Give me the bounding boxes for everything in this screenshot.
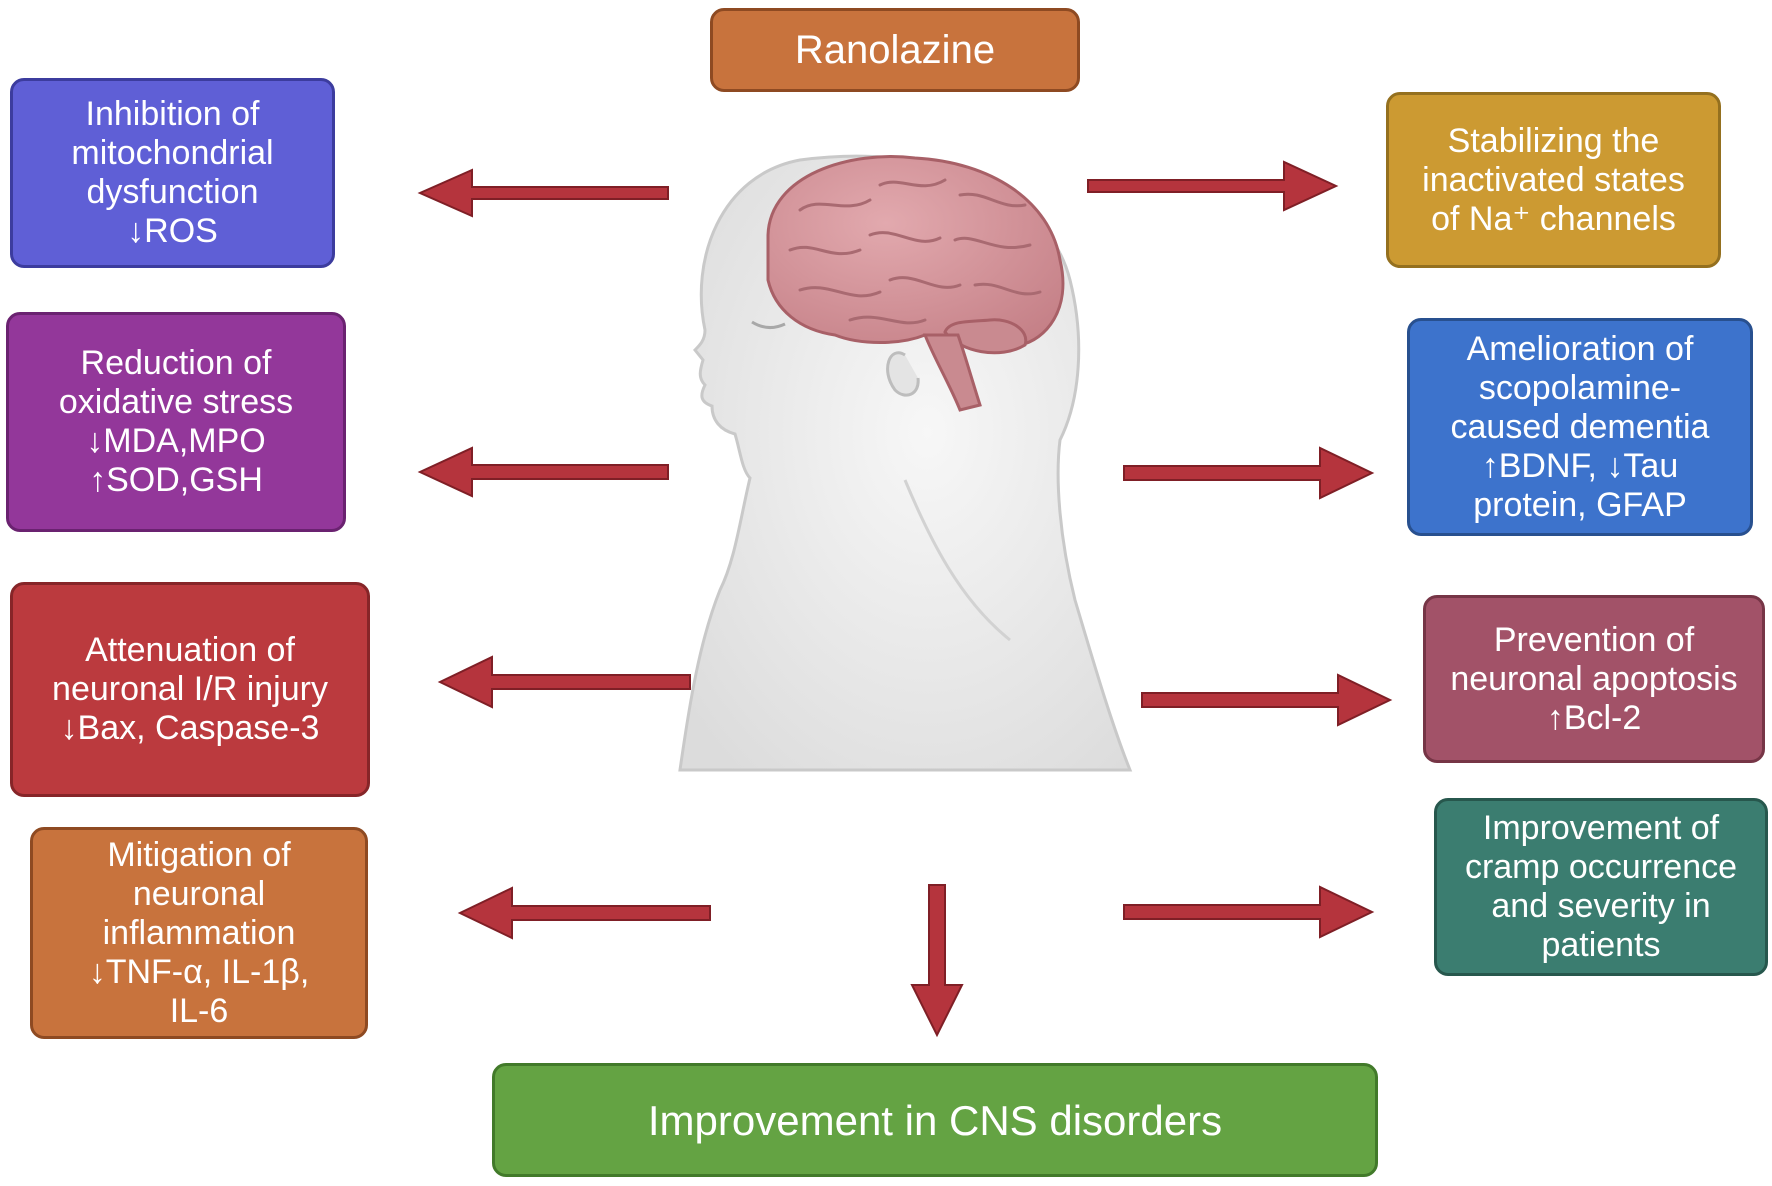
- box-line: and severity in: [1491, 887, 1711, 925]
- box-line: neuronal I/R injury: [52, 670, 328, 708]
- effect-box-ir-injury: Attenuation of neuronal I/R injury ↓Bax,…: [10, 582, 370, 797]
- box-line: ↓ROS: [127, 212, 218, 250]
- box-line: mitochondrial: [71, 134, 274, 172]
- brain-icon: [766, 155, 1065, 412]
- box-line: IL-6: [169, 991, 229, 1030]
- box-line: ↓TNF-α, IL-1β,: [88, 952, 310, 991]
- box-line: scopolamine-: [1478, 368, 1682, 407]
- box-line: Stabilizing the: [1447, 121, 1660, 160]
- effect-box-mitochondrial: Inhibition of mitochondrial dysfunction …: [10, 78, 335, 268]
- effect-box-na-channels: Stabilizing the inactivated states of Na…: [1386, 92, 1721, 268]
- box-line: of Na⁺ channels: [1431, 199, 1676, 238]
- arrow-left-3: [437, 655, 691, 709]
- outcome-text: Improvement in CNS disorders: [647, 1096, 1223, 1144]
- box-line: Improvement of: [1482, 809, 1720, 847]
- box-line: Attenuation of: [85, 631, 295, 669]
- effect-box-apoptosis: Prevention of neuronal apoptosis ↑Bcl-2: [1423, 595, 1765, 763]
- arrow-right-2: [1123, 446, 1375, 500]
- box-line: protein, GFAP: [1473, 485, 1687, 524]
- box-line: inflammation: [102, 913, 296, 952]
- effect-box-dementia: Amelioration of scopolamine- caused deme…: [1407, 318, 1753, 536]
- box-line: patients: [1541, 926, 1661, 964]
- arrow-left-4: [457, 886, 711, 940]
- box-line: ↑SOD,GSH: [89, 461, 263, 499]
- box-line: ↑BDNF, ↓Tau: [1481, 446, 1679, 485]
- arrow-right-4: [1123, 885, 1375, 939]
- box-line: Prevention of: [1493, 620, 1695, 659]
- drug-title: Ranolazine: [794, 27, 996, 72]
- arrow-left-1: [417, 168, 669, 218]
- box-line: ↓MDA,MPO: [86, 422, 266, 460]
- box-line: dysfunction: [86, 173, 259, 211]
- arrow-down: [910, 884, 964, 1038]
- arrow-right-3: [1141, 673, 1393, 727]
- box-line: cramp occurrence: [1464, 848, 1738, 886]
- box-line: neuronal: [132, 874, 266, 913]
- box-line: oxidative stress: [58, 383, 294, 421]
- box-line: ↓Bax, Caspase-3: [60, 709, 320, 747]
- box-line: caused dementia: [1450, 407, 1710, 446]
- box-line: Mitigation of: [107, 835, 291, 874]
- box-line: neuronal apoptosis: [1450, 659, 1738, 698]
- arrows: [417, 160, 1393, 1038]
- effect-box-cramp: Improvement of cramp occurrence and seve…: [1434, 798, 1768, 976]
- box-line: Inhibition of: [85, 95, 260, 133]
- effect-box-inflammation: Mitigation of neuronal inflammation ↓TNF…: [30, 827, 368, 1039]
- effect-box-oxidative-stress: Reduction of oxidative stress ↓MDA,MPO ↑…: [6, 312, 346, 532]
- box-line: Amelioration of: [1466, 329, 1694, 368]
- box-line: inactivated states: [1422, 160, 1685, 199]
- drug-title-box: Ranolazine: [710, 8, 1080, 92]
- arrow-right-1: [1087, 160, 1339, 212]
- box-line: ↑Bcl-2: [1546, 698, 1642, 737]
- box-line: Reduction of: [80, 344, 272, 382]
- arrow-left-2: [417, 446, 669, 498]
- outcome-box: Improvement in CNS disorders: [492, 1063, 1378, 1177]
